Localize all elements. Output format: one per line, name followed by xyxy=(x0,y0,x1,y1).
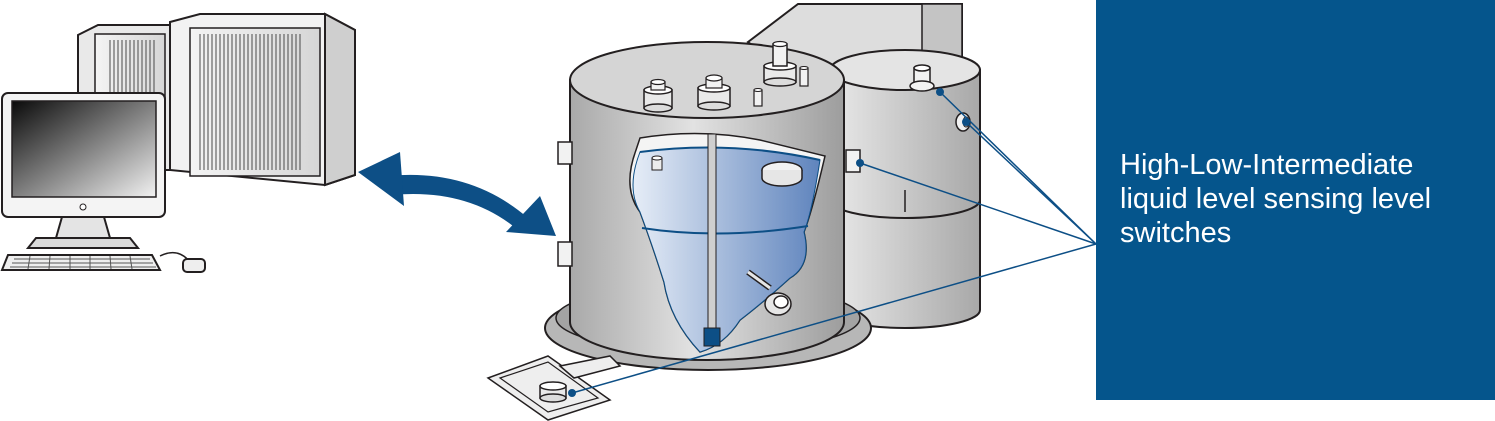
desktop-monitor-icon xyxy=(1,92,166,249)
mouse-icon xyxy=(159,251,206,273)
tank-top-fittings xyxy=(643,40,809,113)
level-switch-sensor-icon xyxy=(486,355,622,421)
leader-endpoints xyxy=(568,88,970,397)
keyboard-icon xyxy=(0,254,162,271)
callout-panel: High-Low-Intermediate liquid level sensi… xyxy=(1096,0,1495,400)
bidirectional-arrow-icon xyxy=(358,152,556,236)
leader-lines xyxy=(571,91,1097,394)
callout-label: High-Low-Intermediate liquid level sensi… xyxy=(1120,149,1432,249)
cryostat-tank-icon xyxy=(544,3,981,371)
